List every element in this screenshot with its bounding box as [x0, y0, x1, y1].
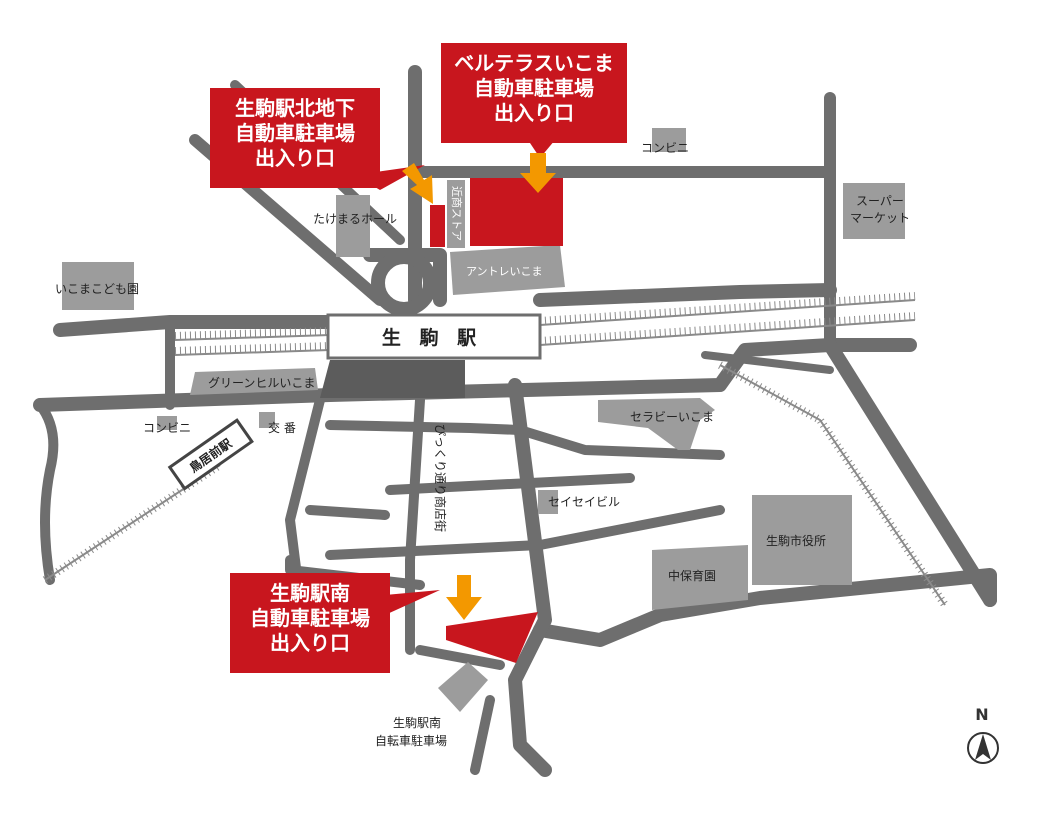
- railway-ties: [42, 292, 949, 608]
- road-main-south: [33, 338, 837, 412]
- street-1: [325, 420, 725, 460]
- takemaru-hall-building: [336, 195, 370, 257]
- belle-callout-pointer: [528, 140, 555, 158]
- north-underground-callout: 生駒駅北地下 自動車駐車場 出入り口: [210, 88, 380, 188]
- street-7: [701, 351, 834, 374]
- station-name: 生 駒 駅: [382, 326, 482, 349]
- kintetsu-store-building: [447, 180, 465, 248]
- road-north-rail-east: [533, 283, 837, 307]
- antore-ikoma-building: [450, 245, 565, 295]
- bicycle-parking-label-1: 生駒駅南: [393, 715, 441, 730]
- naka-hoikuen-label: 中保育園: [668, 568, 716, 583]
- south-callout-pointer: [385, 590, 440, 615]
- bicycle-parking-building: [438, 662, 488, 712]
- koban-building: [259, 412, 275, 428]
- bicycle-parking-label-2: 自転車駐車場: [375, 733, 447, 748]
- belle-callout-line-3: 出入り口: [494, 101, 574, 125]
- roundabout: [371, 250, 437, 316]
- south-callout: 生駒駅南 自動車駐車場 出入り口: [230, 573, 390, 673]
- city-hall-building: [752, 495, 852, 585]
- south-parking: [446, 612, 538, 663]
- railway-lines: [44, 299, 946, 606]
- road-east-diagonal: [823, 338, 997, 607]
- serabi-ikoma-label: セラビーいこま: [630, 410, 714, 424]
- green-hill-label: グリーンヒルいこま: [208, 376, 315, 390]
- north-callout-line-1: 生駒駅北地下: [235, 96, 355, 120]
- station-plaza: [320, 360, 465, 398]
- ikoma-kodomoen-building: [62, 262, 134, 310]
- pikkuri-street-label: ぴっくり通り商店街: [433, 424, 448, 532]
- ikoma-station: 生 駒 駅: [326, 313, 542, 360]
- north-arrow-entrance: [402, 163, 433, 204]
- road-south-branch: [470, 695, 495, 775]
- conveni-north-label: コンビニ: [641, 141, 689, 155]
- supermarket-label-2: マーケット: [850, 211, 910, 225]
- supermarket-label-1: スーパー: [856, 194, 904, 208]
- seisei-bldg-building: [538, 490, 558, 514]
- north-compass: [967, 732, 999, 764]
- entrance-arrows: [402, 153, 556, 620]
- conveni-north-building: [652, 128, 686, 152]
- serabi-ikoma-building: [598, 398, 715, 450]
- seisei-bldg-label: セイセイビル: [548, 495, 620, 509]
- belle-terrace-parking: [470, 178, 563, 246]
- conveni-west-building: [157, 416, 177, 430]
- street-2: [385, 473, 635, 495]
- north-underground-parking-entrance: [430, 205, 445, 247]
- north-indicator: N: [962, 705, 1002, 724]
- city-hall-label: 生駒市役所: [766, 533, 826, 548]
- green-hill-building: [190, 368, 318, 395]
- north-letter: N: [975, 705, 989, 724]
- ikoma-kodomoen-label: いこまこども園: [55, 282, 139, 296]
- south-callout-line-3: 出入り口: [270, 631, 350, 655]
- south-arrow-entrance: [446, 575, 482, 620]
- antore-ikoma-label: アントレいこま: [466, 265, 543, 278]
- north-callout-line-3: 出入り口: [255, 146, 335, 170]
- road-southeast: [533, 568, 997, 647]
- road-west-curve: [35, 400, 59, 585]
- belle-terrace-callout: ベルテラスいこま 自動車駐車場 出入り口: [441, 43, 627, 143]
- north-callout-line-2: 自動車駐車場: [235, 121, 355, 145]
- buildings: [62, 128, 905, 712]
- road-south-west-2: [405, 395, 425, 655]
- compass-needle-icon: [975, 734, 991, 760]
- south-callout-line-2: 自動車駐車場: [250, 606, 370, 630]
- conveni-west-label: コンビニ: [143, 421, 191, 435]
- south-callout-line-1: 生駒駅南: [270, 581, 350, 605]
- kintetsu-store-label: 近商ストア: [450, 186, 464, 241]
- map-labels: コンビニ スーパー マーケット たけまるホール 近商ストア アントレいこま いこ…: [55, 141, 910, 748]
- supermarket-building: [843, 183, 905, 239]
- street-3: [305, 505, 390, 520]
- street-4: [325, 505, 725, 560]
- koban-label: 交 番: [268, 420, 296, 435]
- naka-hoikuen-building: [652, 545, 748, 610]
- street-6: [415, 645, 505, 670]
- belle-arrow-entrance: [520, 153, 556, 193]
- belle-callout-line-2: 自動車駐車場: [474, 76, 594, 100]
- road-south-main: [508, 378, 552, 777]
- road-north-rail: [53, 315, 337, 337]
- belle-callout-line-1: ベルテラスいこま: [454, 51, 614, 75]
- takemaru-hall-label: たけまるホール: [313, 212, 397, 226]
